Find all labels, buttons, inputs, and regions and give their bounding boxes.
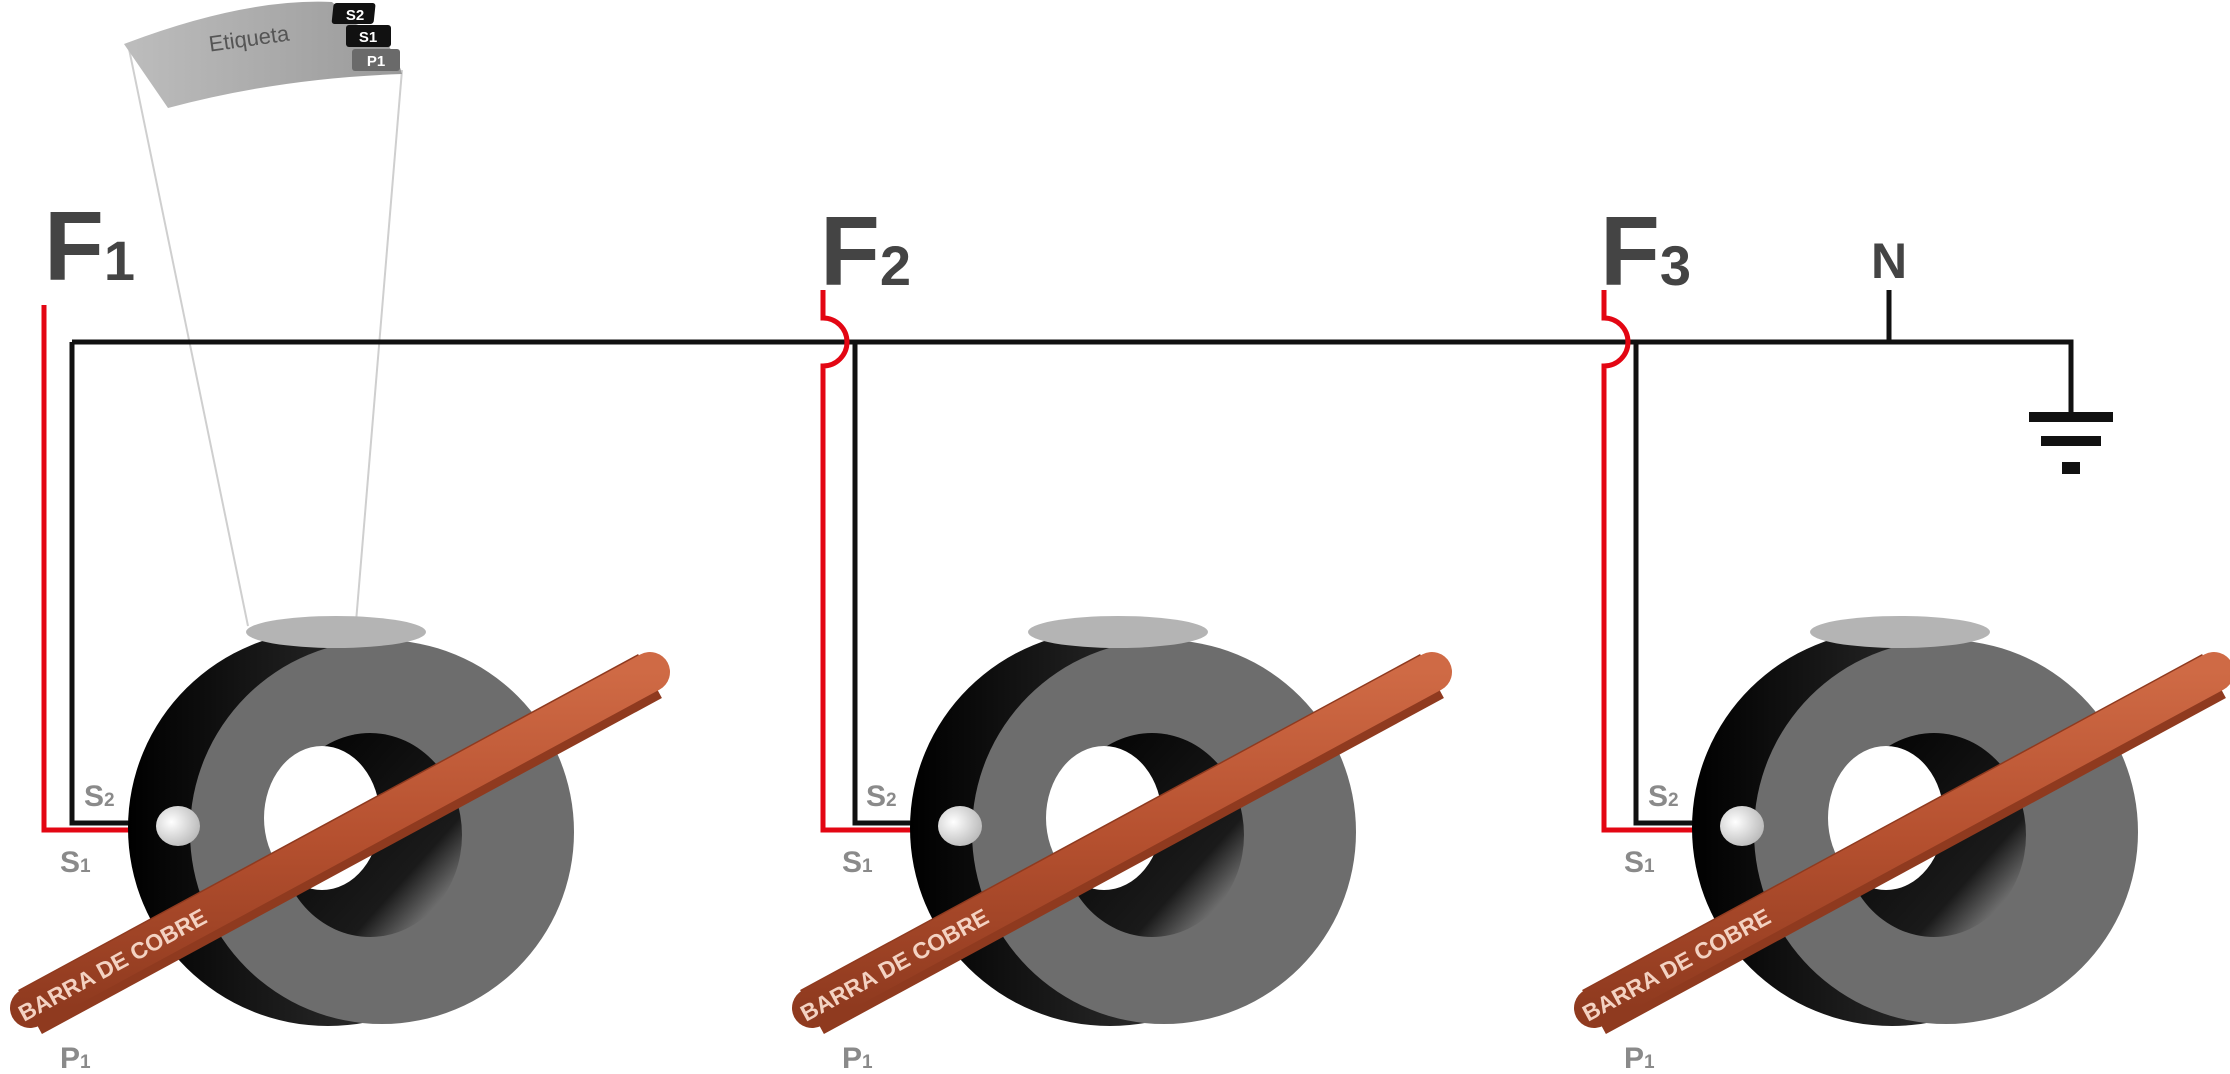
ground-bar-2	[2041, 436, 2101, 446]
ground-bar-1	[2029, 412, 2113, 422]
tag-marker-p1: P1	[367, 53, 385, 70]
s1-wire-3	[1601, 290, 1732, 833]
neutral-label: N	[1871, 233, 1907, 289]
tag-leader-right	[355, 69, 403, 623]
current-transformer-3: BARRA DE COBRE S2 S1 P1	[1574, 616, 2230, 1074]
busbar-label: BARRA DE COBRE	[14, 903, 211, 1026]
phase-label-f1: F1	[44, 191, 135, 301]
tag-marker-s2: S2	[346, 7, 364, 24]
current-transformer-1: BARRA DE COBRE S2 S1 P1	[10, 616, 670, 1074]
tag-marker-s1-bg	[346, 25, 391, 47]
ground-bar-3	[2062, 462, 2080, 474]
terminal-label-p1: P1	[842, 1042, 873, 1074]
terminal-label-p1: P1	[60, 1042, 91, 1074]
secondary-terminal	[938, 806, 982, 846]
s1-wire-1	[41, 305, 168, 833]
tag-marker-p1-bg	[352, 49, 400, 71]
ct-core-top-highlight	[1028, 616, 1208, 648]
s1-wire-2	[820, 290, 950, 833]
ground-symbol	[2029, 412, 2113, 474]
terminal-label-s2: S2	[84, 780, 115, 813]
terminal-label-s2: S2	[866, 780, 897, 813]
ct-core-top-highlight	[1810, 616, 1990, 648]
label-tag: Etiqueta S2 S1 P1	[124, 1, 403, 627]
tag-leader-left	[127, 43, 249, 627]
common-bus	[72, 339, 2074, 415]
secondary-terminal	[156, 806, 200, 846]
terminal-label-s1: S1	[1624, 846, 1655, 879]
terminal-label-s1: S1	[842, 846, 873, 879]
secondary-terminal	[1720, 806, 1764, 846]
tag-body	[124, 1, 402, 108]
busbar-label: BARRA DE COBRE	[1578, 903, 1775, 1026]
phase-label-f3: F3	[1600, 196, 1691, 306]
terminal-label-s2: S2	[1648, 780, 1679, 813]
tag-marker-s1: S1	[359, 29, 377, 46]
phase-wiring	[41, 290, 1732, 833]
terminal-label-s1: S1	[60, 846, 91, 879]
ct-core-top-highlight	[246, 616, 426, 648]
current-transformer-2: BARRA DE COBRE S2 S1 P1	[792, 616, 1452, 1074]
tag-marker-s2-bg	[331, 3, 376, 24]
busbar-label: BARRA DE COBRE	[796, 903, 993, 1026]
terminal-label-p1: P1	[1624, 1042, 1655, 1074]
phase-label-f2: F2	[820, 196, 911, 306]
